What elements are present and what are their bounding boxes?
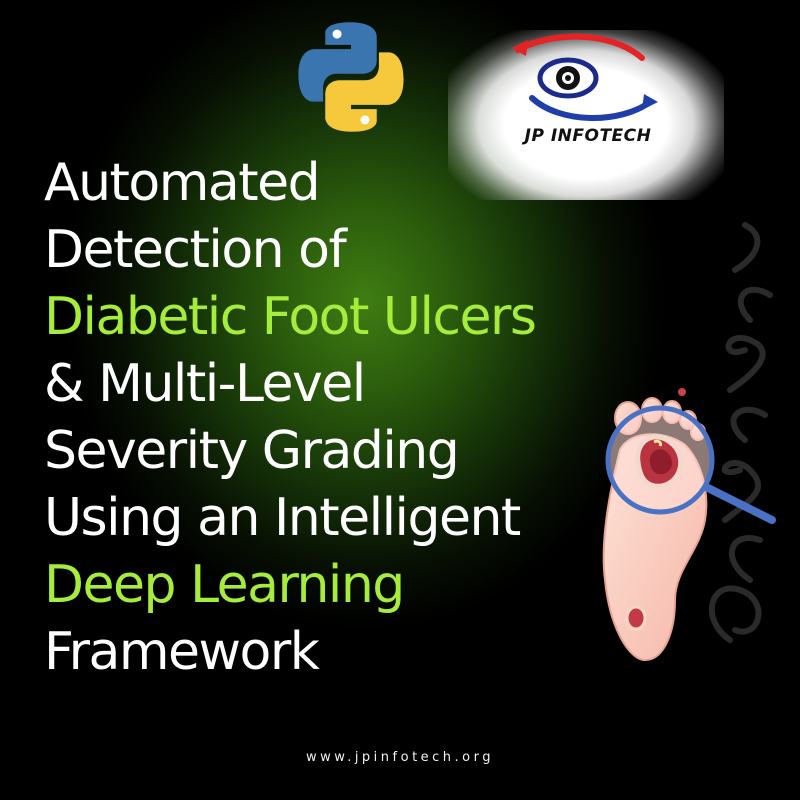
headline-line-3: Diabetic Foot Ulcers [44,287,537,347]
headline-line-1: Automated [44,153,321,213]
headline-line-8: Framework [44,622,320,682]
jp-infotech-logo-icon [512,33,658,121]
website-url[interactable]: www.jpinfotech.org [305,750,495,765]
diabetic-foot-ulcer-illustration [602,388,776,662]
jp-logo-text: JP INFOTECH [524,126,652,146]
headline-line-2: Detection of [44,220,347,280]
headline-line-5: Severity Grading [44,421,460,481]
headline-line-4: & Multi-Level [44,354,366,414]
headline-line-7: Deep Learning [44,555,405,615]
python-logo-icon [298,22,404,132]
headline-line-6: Using an Intelligent [44,488,521,548]
headline: Automated Detection of Diabetic Foot Ulc… [44,150,537,686]
